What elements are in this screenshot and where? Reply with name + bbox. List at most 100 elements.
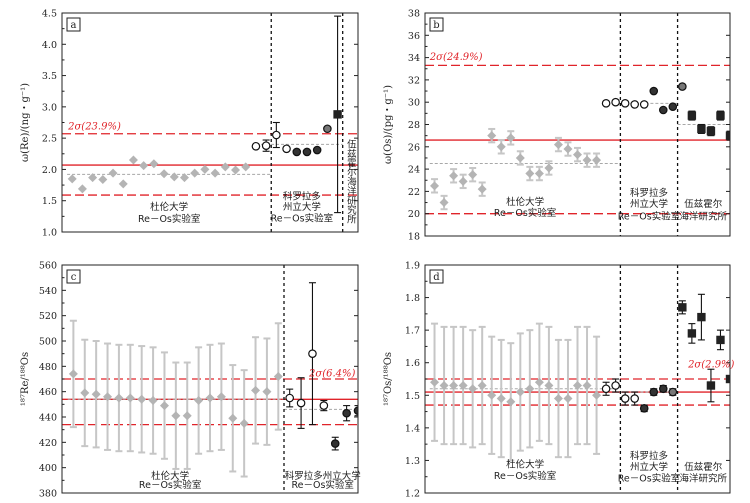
data-point-diamond [449, 171, 459, 181]
data-point-diamond [205, 393, 215, 403]
data-point-diamond [430, 377, 440, 387]
lab-name-char: 所 [347, 215, 357, 226]
lab-name-char: 尔 [347, 167, 357, 179]
y-tick-label: 34 [408, 53, 420, 64]
data-point-diamond [139, 161, 149, 171]
y-tick-label: 3.0 [42, 102, 57, 113]
data-point-diamond [506, 133, 516, 143]
y-tick-label: 520 [39, 311, 57, 322]
y-tick-label: 1.3 [405, 456, 420, 467]
y-tick-label: 28 [408, 120, 420, 131]
panel-tag-box [429, 269, 444, 284]
lab-name-label: Re－Os实验室 [138, 213, 200, 225]
lab-name-char: 研 [347, 196, 357, 207]
data-point-circle [620, 394, 630, 403]
lab-name-label: Re－Os实验室 [139, 479, 201, 491]
lab-name-char: 兹 [347, 148, 357, 160]
data-point-circle [658, 105, 668, 115]
lab-name-label: 杜伦大学 [151, 470, 189, 482]
data-point-diamond [182, 411, 192, 421]
data-point-circle [261, 141, 271, 150]
data-point-diamond [468, 170, 478, 180]
data-point-diamond [88, 173, 98, 183]
y-tick-label: 20 [408, 209, 420, 220]
data-point-diamond [103, 392, 113, 402]
lab-name-char: 霍 [347, 158, 357, 169]
lab-name-label: 杜伦大学 [506, 459, 544, 471]
data-point-circle [302, 147, 312, 157]
lab-name-label: 科罗拉多 [283, 190, 321, 202]
lab-name-label: 州立大学 [630, 461, 668, 473]
data-point-diamond [148, 396, 158, 406]
y-axis-label: ω(Re)/(ng・g⁻¹) [20, 83, 31, 162]
data-point-circle [630, 394, 639, 403]
y-tick-label: 4.5 [42, 9, 57, 20]
data-point-diamond [239, 418, 249, 428]
data-point-diamond [159, 169, 169, 179]
plot-area [62, 265, 358, 493]
data-point-diamond [496, 394, 506, 404]
data-point-diamond [231, 165, 241, 175]
y-axis-label: ¹⁸⁷Re/¹⁸⁸Os [20, 352, 31, 406]
lab-name-label: 科罗拉多州立大学 [285, 470, 361, 482]
data-point-diamond [430, 181, 440, 191]
data-point-diamond [573, 150, 582, 160]
y-tick-label: 420 [39, 438, 57, 449]
panel-tag-label: c [71, 272, 77, 283]
data-point-diamond [262, 387, 272, 397]
data-point-diamond [251, 385, 261, 395]
data-point-diamond [563, 144, 573, 154]
data-point-circle [611, 381, 620, 390]
y-tick-label: 3.5 [42, 71, 57, 82]
data-point-circle [658, 384, 668, 394]
lab-name-label: 杜伦大学 [506, 196, 544, 208]
y-tick-label: 2.0 [42, 165, 57, 176]
data-point-circle [678, 82, 687, 91]
data-point-diamond [190, 168, 200, 178]
y-tick-label: 380 [39, 489, 57, 500]
data-point-diamond [216, 392, 226, 402]
data-point-diamond [108, 168, 118, 178]
panel-c: 380400420440460480500520540560¹⁸⁷Re/¹⁸⁸O… [20, 261, 361, 500]
data-point-square [697, 312, 706, 322]
data-point-diamond [439, 198, 449, 208]
data-point-diamond [67, 174, 77, 184]
lab-name-label: Re－Os实验室 [271, 212, 333, 224]
data-point-diamond [487, 390, 497, 400]
lab-name-label: 海洋研究所 [680, 472, 728, 484]
data-point-diamond [220, 162, 230, 172]
data-point-diamond [98, 174, 108, 184]
panel-tag-label: b [433, 20, 439, 31]
data-point-square [706, 126, 716, 136]
data-point-diamond [159, 401, 169, 411]
y-tick-label: 1.0 [42, 228, 57, 239]
data-point-circle [282, 144, 291, 154]
y-axis-label: ω(Os)/(pg・g⁻¹) [383, 85, 394, 164]
data-point-circle [639, 100, 649, 109]
data-point-diamond [487, 131, 497, 141]
data-point-circle [272, 130, 281, 140]
data-point-square [716, 111, 725, 120]
panel-tag-box [66, 269, 81, 284]
lab-name-label: 杜伦大学 [150, 201, 188, 213]
y-tick-label: 36 [408, 31, 420, 42]
y-axis-label: ¹⁸⁷Os/¹⁸⁸Os [383, 352, 394, 406]
lab-name-label: 伍兹霍尔 [684, 461, 723, 473]
y-tick-label: 1.9 [405, 261, 420, 272]
y-tick-label: 4.0 [42, 40, 57, 51]
data-point-diamond [449, 381, 459, 391]
data-point-circle [601, 99, 611, 108]
data-point-diamond [458, 176, 468, 186]
lab-name-char: 究 [347, 204, 357, 216]
data-point-diamond [525, 169, 535, 179]
lab-name-char: 海 [347, 176, 357, 188]
data-point-diamond [68, 369, 78, 379]
panel-tag-label: d [433, 272, 440, 283]
data-point-diamond [563, 394, 573, 404]
panel-tag-label: a [71, 20, 77, 31]
data-point-square [697, 124, 706, 134]
lab-name-char: 洋 [347, 185, 357, 197]
y-tick-label: 26 [408, 142, 420, 153]
data-point-circle [611, 97, 620, 107]
data-point-diamond [439, 381, 449, 391]
